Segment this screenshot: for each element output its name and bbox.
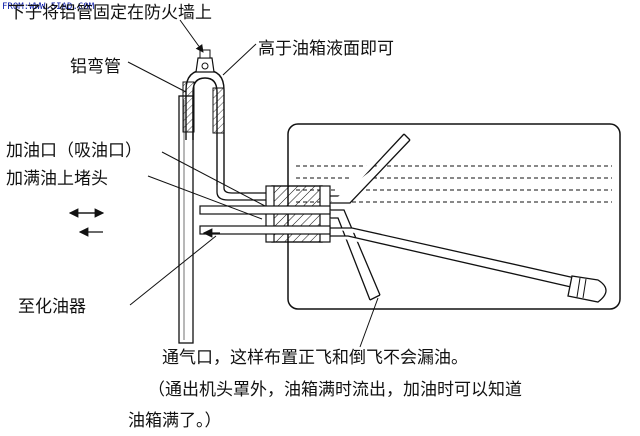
watermark-text: FROM:WWW.5IAD.COM [2, 2, 95, 12]
aluminum-bend-label: 铝弯管 [70, 57, 121, 77]
top-note-label: 下子将铝管固定在防火墙上 [8, 3, 212, 23]
above-level-label: 高于油箱液面即可 [258, 39, 394, 59]
leader-lines [127, 19, 379, 348]
caption-line-1: 通气口，这样布置正飞和倒飞不会漏油。 [162, 348, 468, 368]
vent-tube [216, 133, 411, 204]
fill-port-label: 加油口（吸油口） [6, 141, 142, 161]
to-carb-label: 至化油器 [18, 297, 86, 317]
fuel-pickup-tube [330, 209, 607, 303]
clunk-weight [567, 275, 607, 303]
aluminum-bend-tube [182, 49, 225, 185]
caption-line-3: 油箱满了。） [128, 411, 222, 431]
caption-line-2: （通出机头罩外，油箱满时流出，加油时可以知道 [148, 380, 522, 400]
fill-plug-label: 加满油上堵头 [6, 169, 108, 189]
caption: 通气口，这样布置正飞和倒飞不会漏油。 （通出机头罩外，油箱满时流出，加油时可以知… [128, 348, 522, 431]
